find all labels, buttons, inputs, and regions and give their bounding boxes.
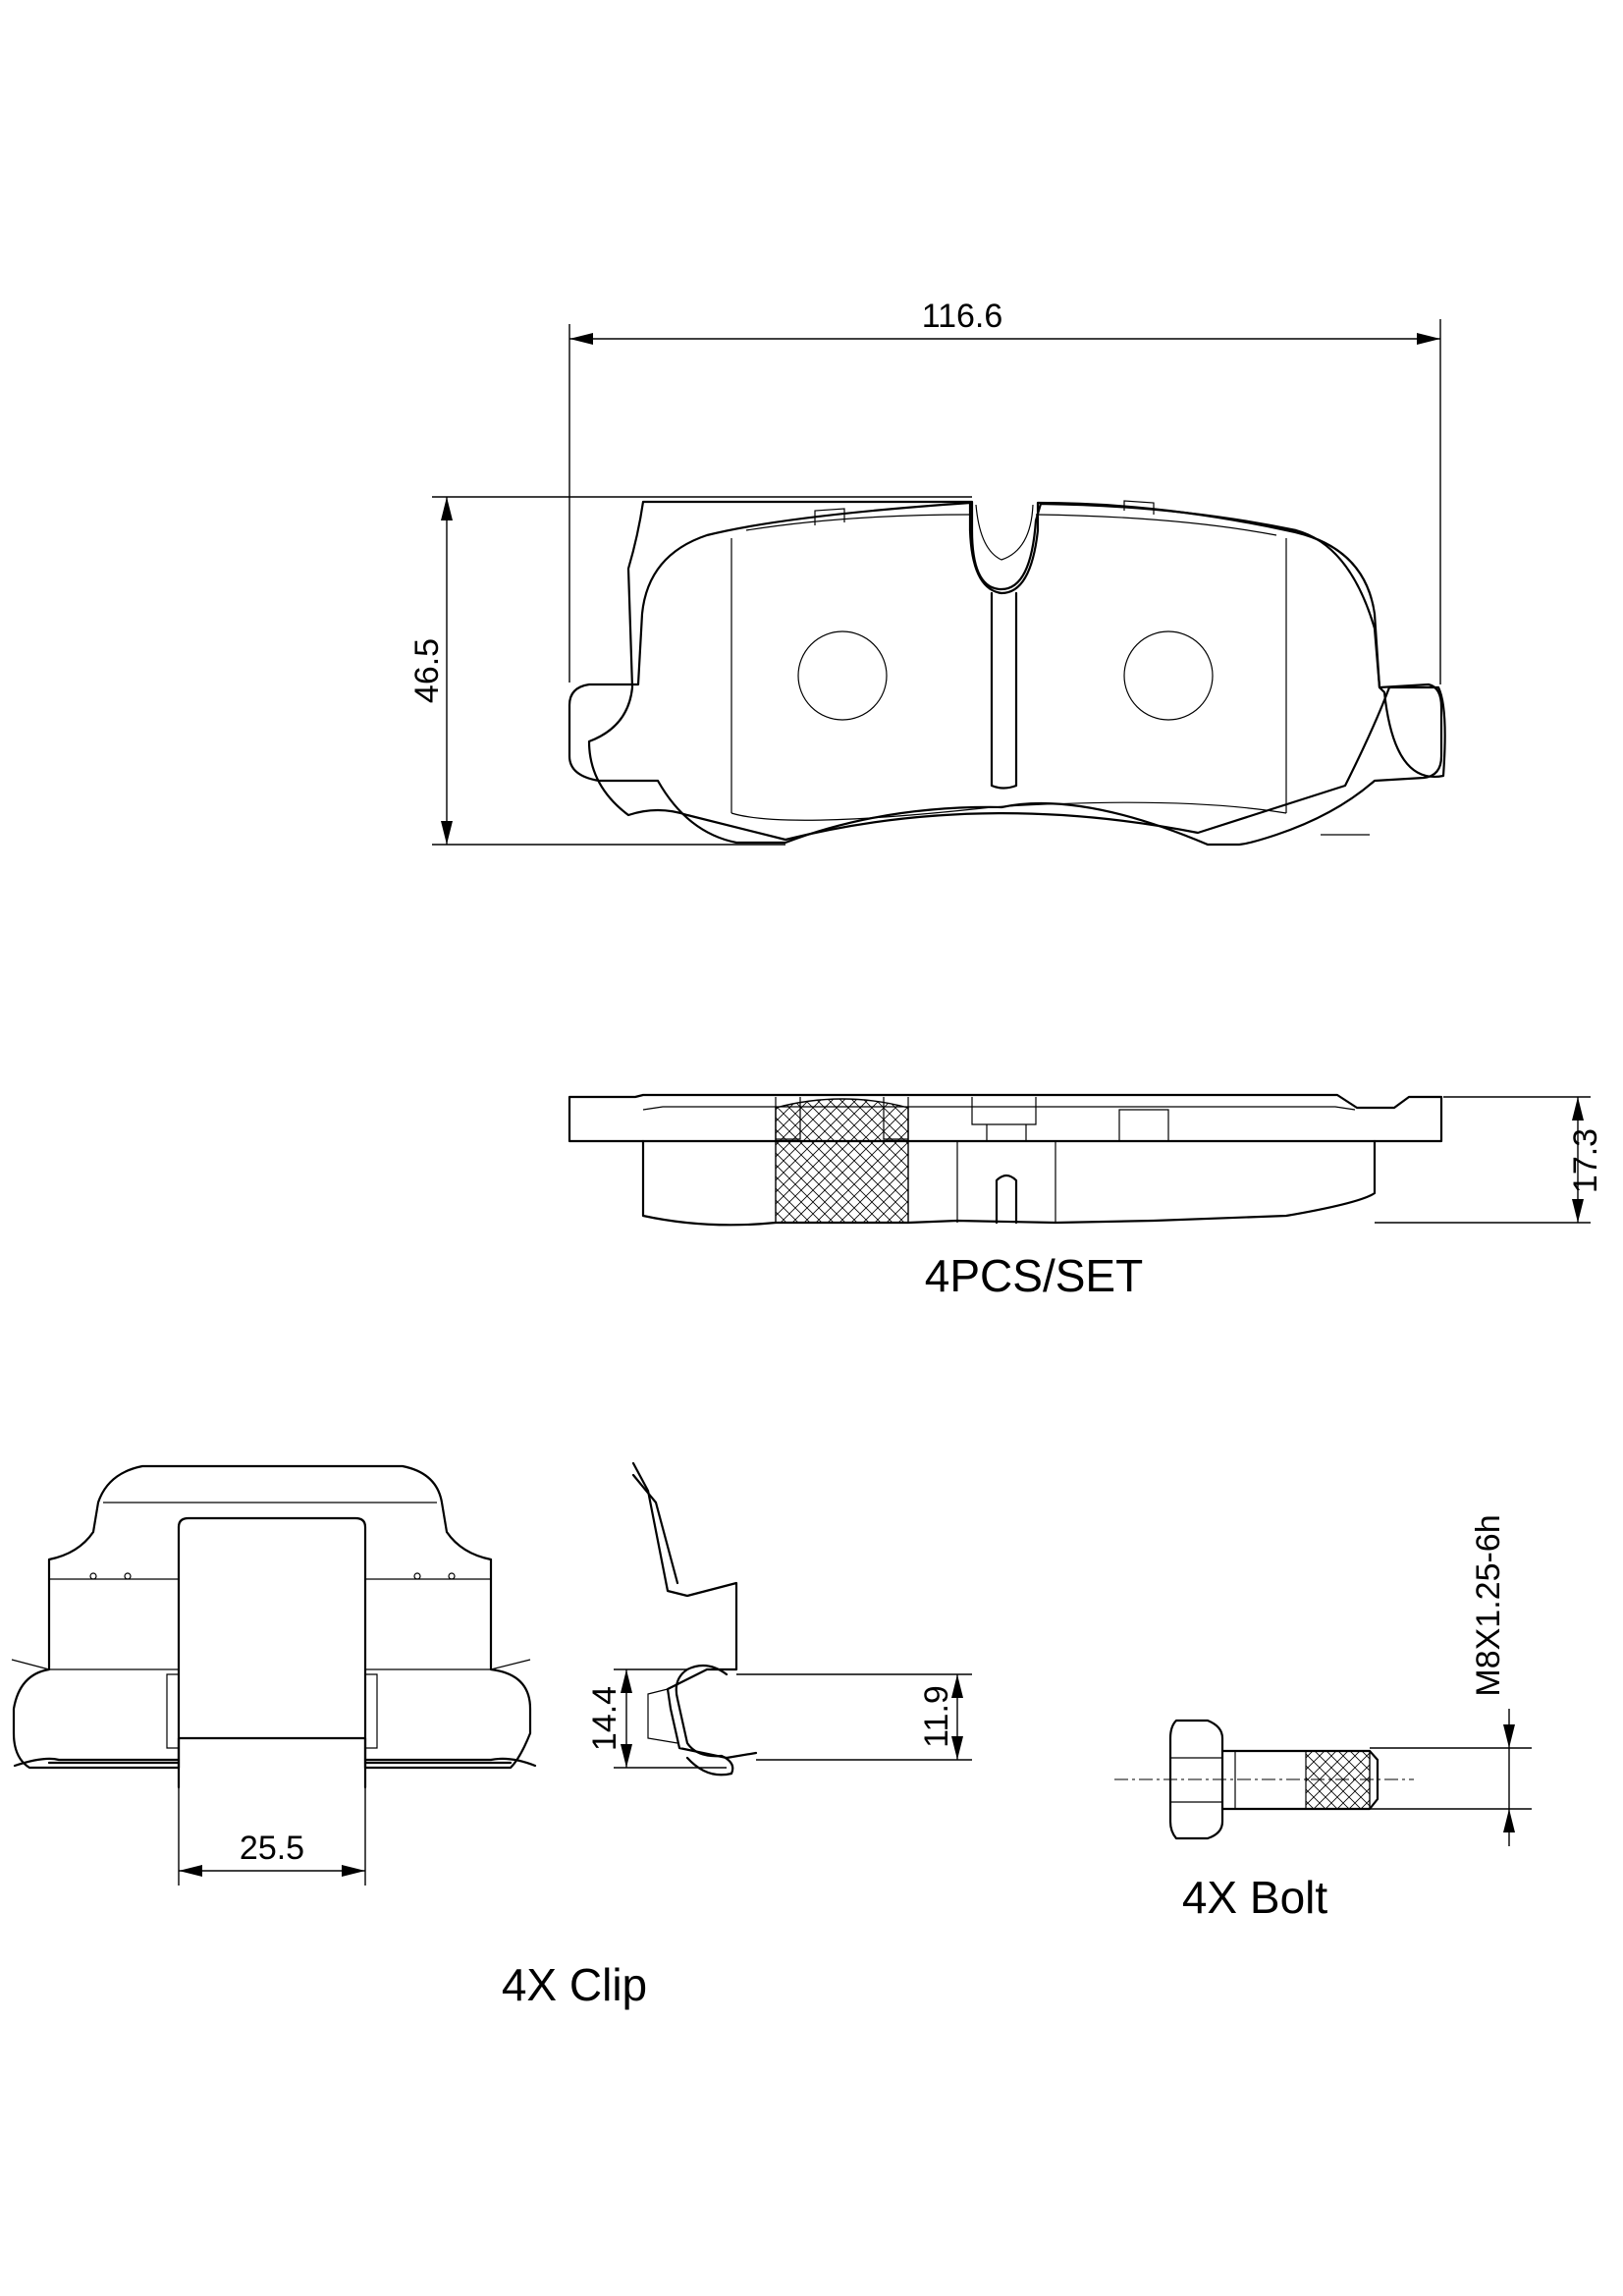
dimension-bolt-thread: M8X1.25-6h <box>1370 1514 1532 1846</box>
bolt-view <box>1114 1719 1414 1840</box>
dimension-thickness: 17.3 <box>1375 1096 1604 1224</box>
bolt-label: 4X Bolt <box>1182 1872 1328 1923</box>
pad-set-label: 4PCS/SET <box>925 1250 1143 1301</box>
dimension-width: 116.6 <box>568 298 1441 684</box>
clip-front-view <box>11 1464 537 1789</box>
dimension-clip-width-label: 25.5 <box>240 1830 304 1867</box>
dimension-height: 46.5 <box>408 496 972 846</box>
dimension-bolt-thread-label: M8X1.25-6h <box>1470 1514 1507 1696</box>
dimension-height-label: 46.5 <box>408 638 446 703</box>
dimension-clip-inner-label: 11.9 <box>918 1685 955 1748</box>
dimension-width-label: 116.6 <box>922 298 1003 335</box>
clip-label: 4X Clip <box>502 1959 647 2010</box>
clip-side-view <box>631 1461 758 1777</box>
dimension-clip-width: 25.5 <box>178 1782 366 1886</box>
brake-pad-front-view <box>568 500 1446 847</box>
dimension-clip-outer-label: 14.4 <box>586 1686 623 1751</box>
brake-pad-side-view <box>568 1093 1443 1227</box>
dimension-thickness-label: 17.3 <box>1567 1128 1604 1193</box>
dimension-clip-heights: 14.4 11.9 <box>586 1668 972 1769</box>
